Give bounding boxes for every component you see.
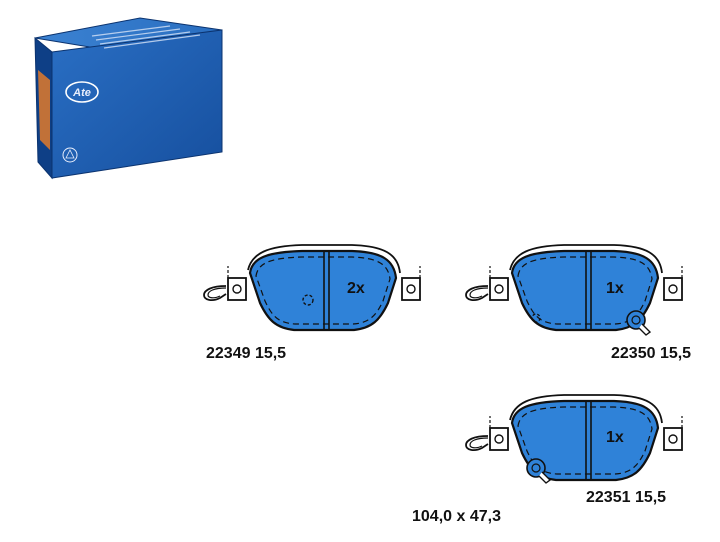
pad-1-part-number: 22349 15,5 [206, 345, 286, 362]
pad-dimensions: 104,0 x 47,3 [412, 508, 501, 525]
pad-2-part-number: 22350 15,5 [611, 345, 691, 362]
pad-hole-icon [302, 294, 314, 306]
brake-pad-22351 [465, 393, 684, 484]
pad-3-quantity: 1x [606, 429, 624, 446]
certification-seal-icon [62, 147, 78, 163]
pad-hole-icon [531, 313, 541, 323]
brake-pad-22349 [203, 243, 422, 332]
brake-pad-22350 [465, 243, 684, 336]
pad-1-quantity: 2x [347, 280, 365, 297]
ate-logo: Ate [65, 81, 99, 103]
pad-2-quantity: 1x [606, 280, 624, 297]
ate-package-box: Ate [34, 17, 223, 180]
wear-indicator-icon [626, 310, 651, 336]
svg-text:Ate: Ate [72, 87, 91, 99]
pad-3-part-number: 22351 15,5 [586, 489, 666, 506]
